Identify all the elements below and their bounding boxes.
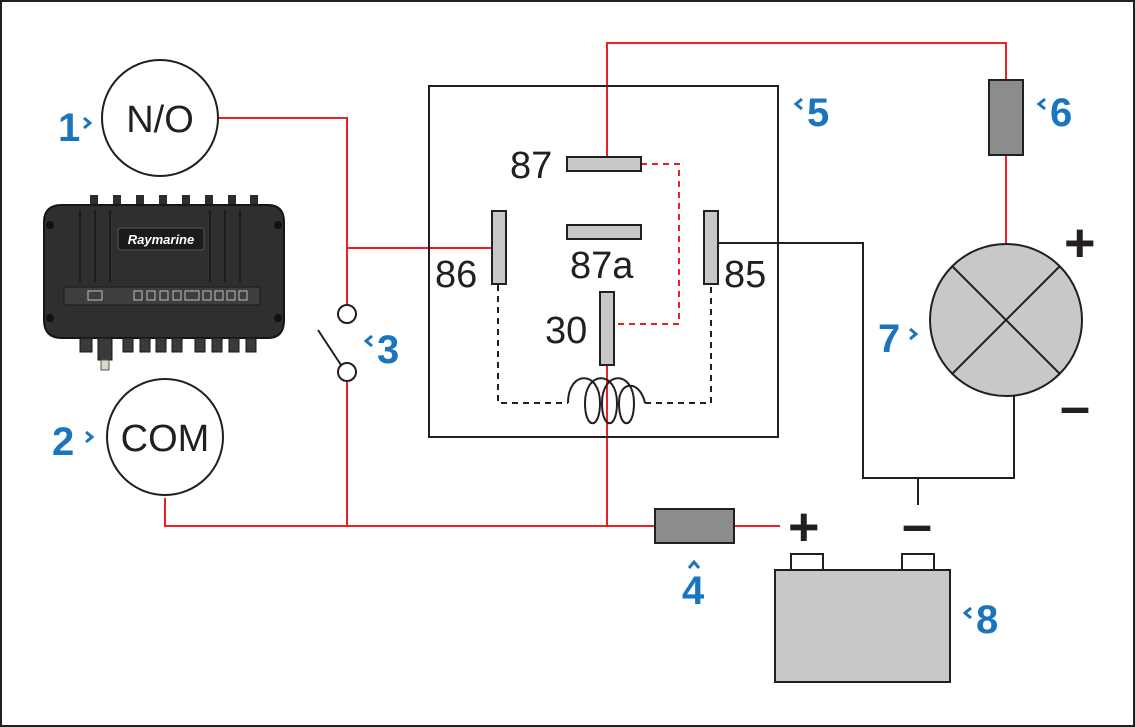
battery-terminal-negative xyxy=(901,553,935,571)
callout-8: 8 xyxy=(976,598,998,642)
terminal-com-label: COM xyxy=(121,418,210,460)
device-top-connectors xyxy=(90,195,258,207)
battery-body xyxy=(774,569,951,683)
terminal-com: COM xyxy=(106,378,224,496)
callout-4-arrow xyxy=(687,559,701,569)
wire-com-to-bus xyxy=(164,498,655,527)
device-indicator-leds xyxy=(87,290,248,301)
pin-85 xyxy=(703,210,719,285)
terminal-no: N/O xyxy=(101,59,219,177)
fuse-6 xyxy=(988,79,1024,156)
relay-body xyxy=(428,85,779,438)
callout-6: 6 xyxy=(1050,91,1072,135)
wire-no-to-switch xyxy=(218,117,348,305)
callout-6-arrow xyxy=(1036,97,1046,111)
raymarine-device: Raymarine xyxy=(43,195,285,371)
callout-5: 5 xyxy=(807,91,829,135)
relay: 87 87a 86 85 30 xyxy=(428,85,779,438)
wire-pin87-to-fuse6 xyxy=(606,42,1007,156)
callout-7: 7 xyxy=(878,317,900,361)
device-brand-label: Raymarine xyxy=(128,232,194,247)
terminal-com-circle xyxy=(106,378,224,496)
callout-7-arrow xyxy=(909,327,919,341)
switch-lever xyxy=(317,329,342,366)
lamp-plus-sign: + xyxy=(1064,213,1096,273)
callout-3: 3 xyxy=(377,328,399,372)
pin-30-label: 30 xyxy=(545,310,587,352)
power-wires xyxy=(164,42,1007,527)
switch xyxy=(317,304,357,382)
device-brand-plate xyxy=(117,227,205,251)
coil-icon xyxy=(567,377,646,424)
pin-87a xyxy=(566,224,642,240)
device-front-panel xyxy=(63,286,261,306)
pin-87 xyxy=(566,156,642,172)
device-cable-gland xyxy=(100,359,110,371)
battery xyxy=(774,553,951,683)
callout-1-arrow xyxy=(83,116,93,130)
callout-3-arrow xyxy=(363,334,373,348)
fuse-4 xyxy=(654,508,735,544)
pin-86-label: 86 xyxy=(435,254,477,296)
battery-minus-sign: – xyxy=(902,495,932,555)
pin-86 xyxy=(491,210,507,285)
callout-2: 2 xyxy=(52,420,74,464)
lamp-minus-sign: – xyxy=(1060,377,1090,437)
switch-top-contact xyxy=(337,304,357,324)
lamp-cross-b xyxy=(951,265,1061,375)
battery-plus-sign: + xyxy=(788,497,820,557)
pin-87-label: 87 xyxy=(510,145,552,187)
pin-87a-label: 87a xyxy=(570,245,634,287)
ground-wires xyxy=(718,242,1015,505)
pin-30 xyxy=(599,291,615,366)
callout-1: 1 xyxy=(58,106,80,150)
device-bottom-connectors xyxy=(79,337,257,361)
relay-coil-path xyxy=(497,285,712,404)
device-fins xyxy=(79,210,241,282)
callout-5-arrow xyxy=(793,97,803,111)
pin-85-label: 85 xyxy=(724,254,766,296)
terminal-no-circle xyxy=(101,59,219,177)
callouts: 1 2 3 4 5 6 7 8 xyxy=(52,91,1072,642)
callout-4: 4 xyxy=(682,569,705,613)
lamp xyxy=(929,243,1083,397)
callout-8-arrow xyxy=(962,606,972,620)
callout-2-arrow xyxy=(85,430,95,444)
terminal-no-label: N/O xyxy=(126,99,194,141)
wire-pin85-to-ground xyxy=(718,242,1015,479)
switch-bottom-contact xyxy=(337,362,357,382)
